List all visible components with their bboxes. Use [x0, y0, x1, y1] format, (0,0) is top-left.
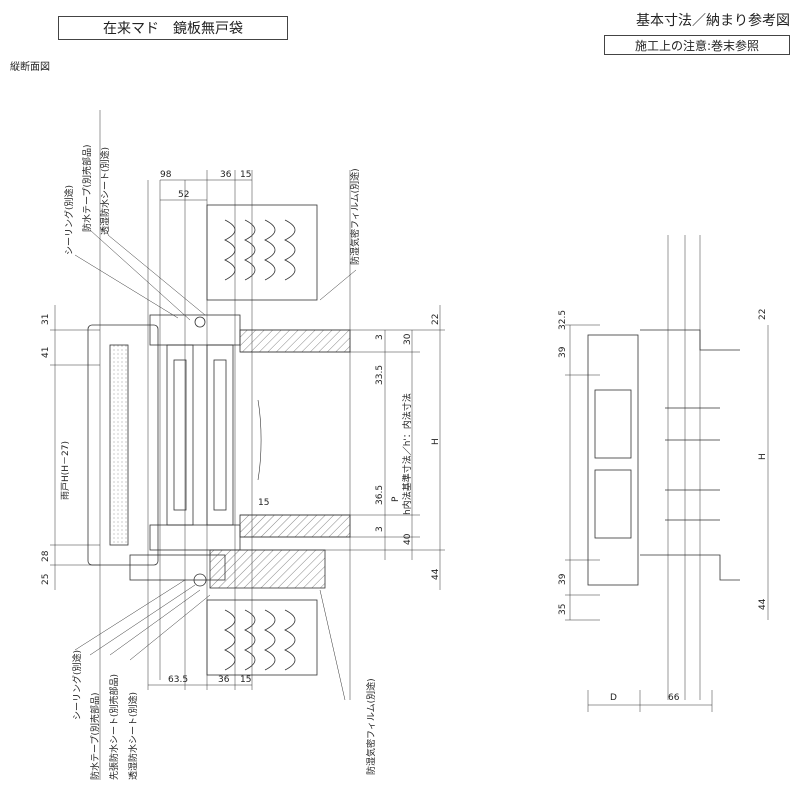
dim-right-36-5: 36.5	[375, 485, 385, 505]
dim-top-36: 36	[220, 170, 232, 180]
dim-right-33-5: 33.5	[375, 365, 385, 385]
dim-top-98: 98	[160, 170, 172, 180]
dim-right-22: 22	[431, 314, 441, 325]
dim-right-44: 44	[431, 568, 441, 580]
label-shutter-height: 雨戸H(H－27)	[60, 441, 71, 500]
label-h-inner: h内法基準寸法／h'：内法寸法	[401, 393, 413, 515]
dim-top-15: 15	[240, 170, 251, 180]
dim-bottom-36: 36	[218, 675, 230, 685]
drawing-title: 在来マド 鏡板無戸袋	[58, 16, 288, 40]
dim-right-30: 30	[403, 333, 413, 345]
label-p: P	[391, 496, 401, 502]
right-dim-32-5: 32.5	[558, 310, 568, 330]
callout-waterproof-tape-bottom: 防水テープ(別売部品)	[89, 693, 101, 780]
callout-vapor-film-top: 防湿気密フィルム(別途)	[349, 168, 361, 265]
callout-sealing-top: シーリング(別途)	[63, 185, 75, 255]
dim-left-31: 31	[41, 314, 51, 325]
section-label: 縦断面図	[10, 62, 50, 73]
callout-preinstall-sheet-bottom: 先張防水シート(別売部品)	[108, 674, 120, 780]
callout-breathable-sheet-top: 透湿防水シート(別途)	[99, 147, 111, 235]
callout-sealing-bottom: シーリング(別途)	[71, 650, 83, 720]
right-elevation-view	[565, 235, 769, 712]
left-section-view	[50, 110, 445, 780]
dim-bottom-15: 15	[240, 675, 251, 685]
dim-right-40: 40	[403, 533, 413, 545]
right-dim-39-top: 39	[558, 346, 568, 358]
right-dim-39-bottom: 39	[558, 573, 568, 585]
dim-inner-15: 15	[258, 498, 269, 508]
callout-breathable-sheet-bottom: 透湿防水シート(別途)	[127, 692, 139, 780]
right-dim-d: D	[610, 693, 617, 703]
dim-right-3-bottom: 3	[375, 526, 385, 532]
dim-top-52: 52	[178, 190, 189, 200]
right-dim-22: 22	[758, 309, 768, 320]
dim-right-3-top: 3	[375, 334, 385, 340]
right-dim-h: H	[758, 453, 768, 460]
dim-left-41: 41	[41, 347, 51, 358]
dim-left-25: 25	[41, 574, 51, 585]
label-h: H	[431, 438, 441, 445]
construction-note: 施工上の注意:巻末参照	[604, 35, 790, 55]
right-dim-66: 66	[668, 693, 680, 703]
right-dim-35: 35	[558, 604, 568, 615]
dim-bottom-63-5: 63.5	[168, 675, 188, 685]
callout-waterproof-tape-top: 防水テープ(別売部品)	[81, 145, 93, 232]
dim-left-28: 28	[41, 550, 51, 562]
right-dim-44: 44	[758, 598, 768, 610]
callout-vapor-film-bottom: 防湿気密フィルム(別途)	[365, 678, 377, 775]
reference-title: 基本寸法／納まり参考図	[636, 13, 790, 29]
